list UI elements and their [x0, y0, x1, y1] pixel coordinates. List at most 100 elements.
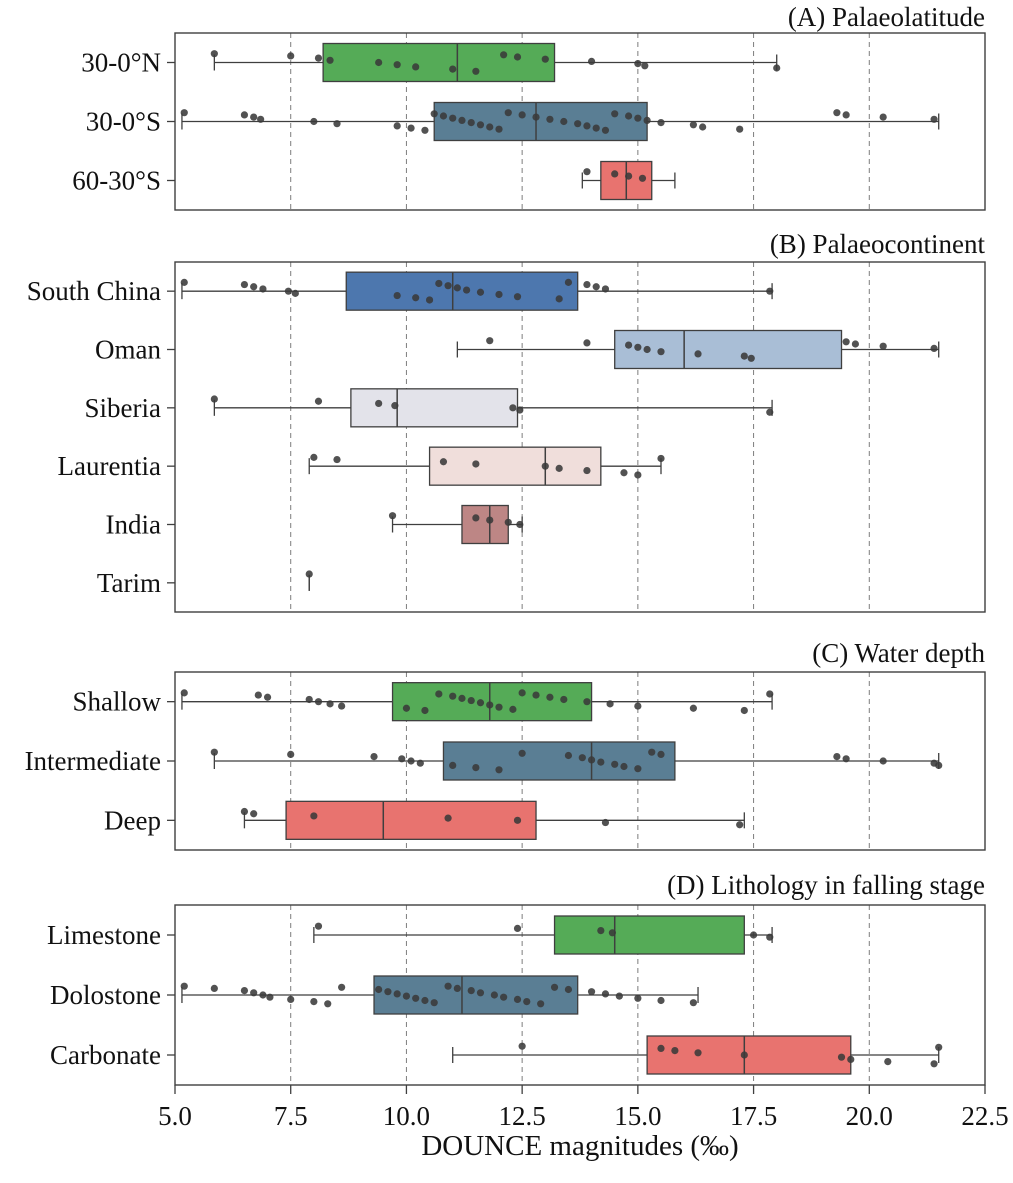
- x-tick-label: 7.5: [274, 1101, 308, 1131]
- data-point: [250, 989, 258, 997]
- data-point: [884, 1058, 892, 1066]
- data-point: [583, 280, 591, 289]
- iqr-box: [285, 800, 537, 840]
- iqr-box: [322, 42, 556, 83]
- category-label: Tarim: [97, 568, 161, 598]
- data-point: [560, 117, 568, 126]
- data-point: [513, 816, 522, 824]
- data-point: [476, 989, 485, 997]
- data-point: [490, 991, 498, 999]
- data-point: [564, 278, 573, 286]
- data-point: [564, 751, 573, 760]
- data-point: [657, 1044, 665, 1052]
- data-point: [740, 352, 748, 360]
- data-point: [587, 756, 596, 764]
- data-point: [601, 990, 610, 998]
- box-row: Siberia: [85, 388, 774, 428]
- data-point: [583, 466, 591, 475]
- data-point: [611, 170, 619, 178]
- data-point: [314, 698, 323, 706]
- data-point: [180, 689, 188, 697]
- iqr-box: [433, 101, 648, 142]
- box-row: Limestone: [47, 915, 774, 955]
- data-point: [449, 692, 457, 700]
- data-point: [412, 994, 420, 1002]
- box-row: Dolostone: [50, 975, 699, 1015]
- data-point: [287, 750, 295, 759]
- data-point: [766, 933, 774, 941]
- iqr-box: [553, 915, 745, 955]
- data-point: [930, 344, 938, 352]
- data-point: [513, 924, 522, 933]
- data-point: [444, 282, 452, 290]
- panel-frame: [174, 261, 986, 613]
- data-point: [439, 112, 448, 120]
- panel-a: 30-0°N30-0°S60-30°S: [72, 32, 986, 211]
- category-label: Deep: [104, 805, 161, 835]
- data-point: [879, 342, 887, 350]
- data-point: [625, 341, 633, 349]
- data-point: [516, 406, 524, 414]
- data-point: [555, 295, 563, 303]
- data-point: [240, 987, 249, 995]
- data-point: [509, 404, 517, 412]
- category-label: 30-0°S: [86, 107, 161, 137]
- data-point: [449, 114, 457, 122]
- data-point: [935, 761, 943, 770]
- data-point: [583, 168, 591, 176]
- data-point: [326, 56, 334, 64]
- data-point: [740, 706, 748, 715]
- data-point: [518, 1042, 526, 1050]
- data-point: [430, 110, 438, 118]
- data-point: [284, 287, 292, 295]
- x-tick-label: 17.5: [730, 1101, 777, 1131]
- data-point: [393, 291, 401, 300]
- box-row: Oman: [95, 329, 940, 370]
- data-point: [425, 296, 434, 304]
- data-point: [699, 123, 707, 131]
- data-point: [657, 348, 665, 356]
- data-point: [847, 1055, 855, 1063]
- data-point: [601, 126, 610, 134]
- data-point: [402, 992, 411, 1000]
- data-point: [560, 695, 568, 704]
- data-point: [486, 701, 494, 709]
- data-point: [516, 520, 524, 529]
- data-point: [375, 985, 383, 994]
- data-point: [555, 464, 563, 472]
- data-point: [421, 706, 429, 715]
- data-point: [467, 987, 475, 995]
- panel-frame: [174, 904, 986, 1086]
- data-point: [500, 993, 508, 1001]
- box-row: India: [106, 504, 524, 545]
- iqr-box: [646, 1035, 852, 1075]
- data-point: [694, 350, 702, 358]
- data-point: [634, 471, 642, 479]
- data-point: [210, 50, 218, 58]
- data-point: [541, 55, 549, 63]
- data-point: [671, 1047, 679, 1055]
- data-point: [240, 111, 249, 119]
- data-point: [210, 748, 218, 756]
- category-label: Dolostone: [50, 980, 161, 1010]
- panel-a-title: (A) Palaeolatitude: [787, 2, 985, 32]
- data-point: [287, 995, 295, 1004]
- data-point: [435, 279, 443, 288]
- data-point: [879, 113, 887, 121]
- data-point: [601, 818, 610, 827]
- data-point: [463, 286, 471, 294]
- data-point: [766, 408, 774, 416]
- data-point: [467, 696, 475, 705]
- data-point: [314, 54, 323, 62]
- data-point: [837, 1053, 846, 1061]
- data-point: [314, 922, 323, 930]
- data-point: [250, 810, 258, 818]
- data-point: [375, 58, 383, 67]
- data-point: [453, 284, 461, 292]
- data-point: [550, 983, 559, 991]
- data-point: [574, 120, 582, 128]
- data-point: [773, 64, 781, 72]
- data-point: [634, 702, 642, 710]
